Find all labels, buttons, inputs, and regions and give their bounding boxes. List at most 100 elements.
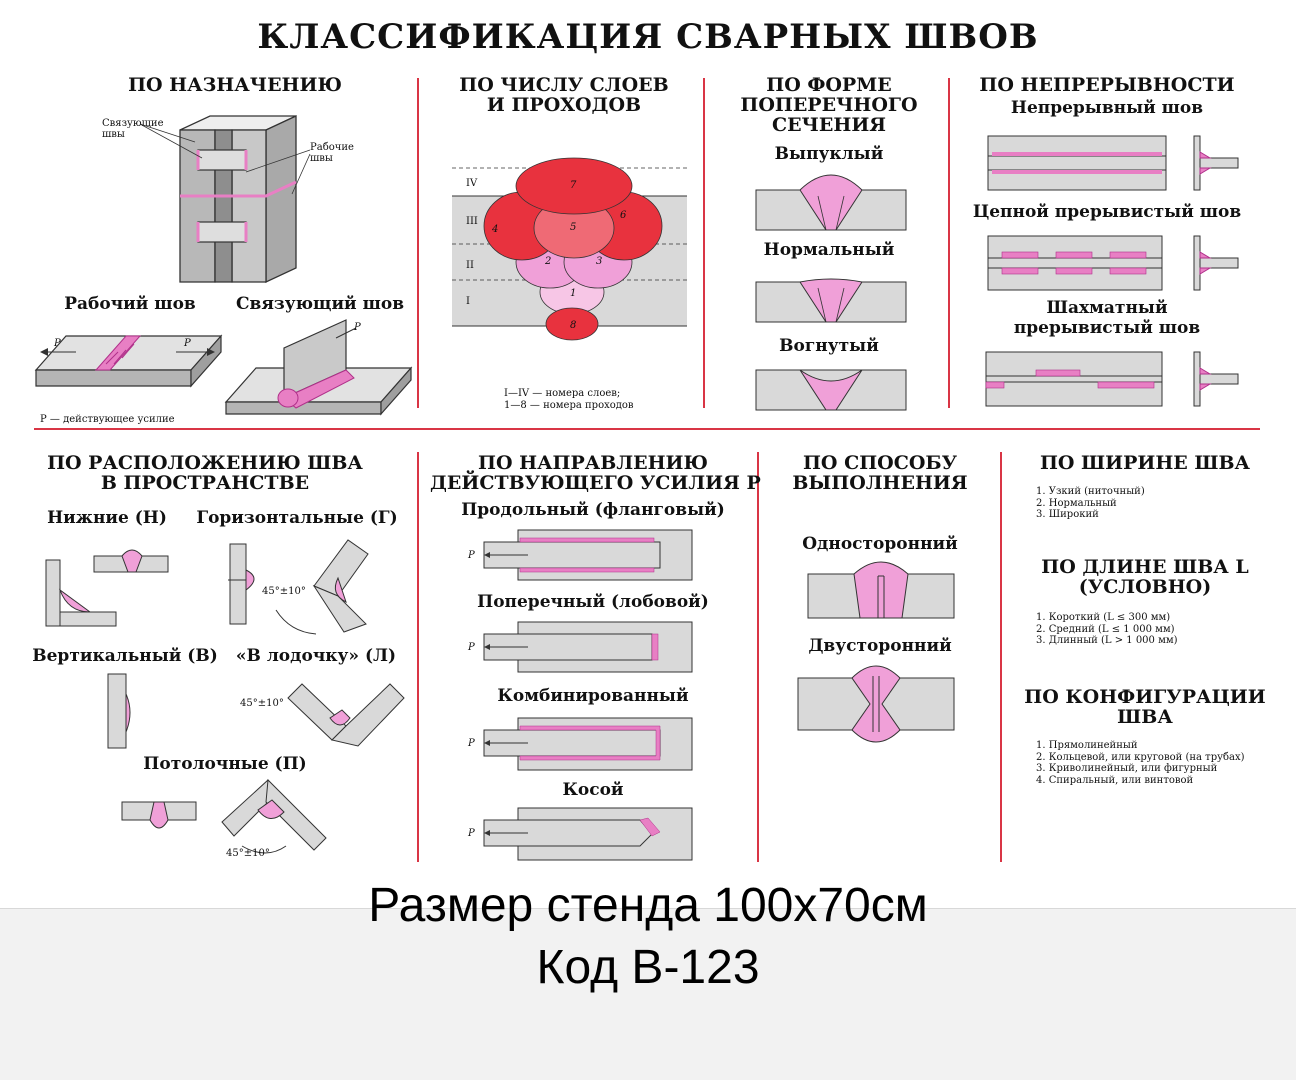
combined-joint-drawing [483,717,693,771]
layers-heading-1: ПО ЧИСЛУ СЛОЕВ [459,74,669,96]
continuous-label: Непрерывный шов [1010,98,1204,118]
transverse-force: P [468,642,475,653]
staggered-label-2: прерывистый шов [1013,318,1201,338]
direction-heading-2: ДЕЙСТВУЮЩЕГО УСИЛИЯ P [430,472,761,494]
column-drawing [179,114,297,284]
boat-position-label: «В лодочку» (Л) [235,646,397,666]
vertical-position-label: Вертикальный (В) [32,646,218,666]
cross-heading-1: ПО ФОРМЕ [766,74,892,96]
stand-size-text: Размер стенда 100х70см [368,879,928,932]
label-working-seams: Рабочие швы [310,142,354,164]
longitudinal-label: Продольный (фланговый) [461,500,725,520]
divider-v5 [757,452,759,862]
ceiling-position-label: Потолочные (П) [143,754,307,774]
width-item: 3. Широкий [1036,509,1099,520]
layers-legend-1: I—IV — номера слоев; [504,388,621,399]
length-item: 1. Короткий (L ≤ 300 мм) [1036,612,1171,623]
position-heading-2: В ПРОСТРАНСТВЕ [100,472,310,494]
cross-heading-2: ПОПЕРЕЧНОГО [740,94,918,116]
config-list: 1. Прямолинейный 2. Кольцевой, или круго… [1036,740,1245,786]
layers-heading-2: И ПРОХОДОВ [486,94,642,116]
horizontal-weld-drawing [228,539,369,635]
chain-weld-drawing [987,235,1239,291]
bottom-weld-drawing [45,549,169,627]
boat-weld-drawing [287,683,405,747]
layer-label-iii: III [466,216,478,227]
layer-label-i: I [466,296,470,307]
staggered-label-1: Шахматный [1046,298,1168,318]
connecting-pointer [139,123,203,159]
length-item: 2. Средний (L ≤ 1 000 мм) [1036,623,1175,635]
tee-joint-drawing [224,319,413,416]
divider-v6 [1000,452,1002,862]
label-connecting-seams: Связующие швы [102,118,164,140]
position-heading-1: ПО РАСПОЛОЖЕНИЮ ШВА [47,452,363,474]
transverse-label: Поперечный (лобовой) [477,592,709,612]
one-sided-label: Односторонний [802,534,958,554]
pass-label-3: 3 [596,256,603,267]
force-note: P — действующее усилие [40,414,175,425]
pass-label-4: 4 [492,224,499,235]
length-heading-1: ПО ДЛИНЕ ШВА L [1041,556,1249,578]
width-item: 2. Нормальный [1036,497,1117,509]
horizontal-angle-label: 45°±10° [262,586,306,597]
working-pointer [245,149,311,195]
length-item: 3. Длинный (L > 1 000 мм) [1036,635,1178,646]
normal-weld-drawing [755,278,907,323]
divider-h [34,428,1260,430]
connecting-seam-title: Связующий шов [235,294,405,314]
config-heading-2: ШВА [1117,706,1173,728]
staggered-weld-drawing [985,351,1239,407]
transverse-joint-drawing [483,621,693,673]
ceiling-angle-drawing [221,778,327,854]
chain-label: Цепной прерывистый шов [972,202,1242,222]
pass-label-8: 8 [570,320,577,331]
method-heading-1: ПО СПОСОБУ [802,452,958,474]
pass-label-6: 6 [620,210,627,221]
one-sided-weld-drawing [807,561,955,619]
working-seam-title: Рабочий шов [64,294,196,314]
multipass-weld-drawing [452,157,687,341]
combined-label: Комбинированный [497,686,689,706]
vertical-weld-drawing [107,673,131,749]
width-heading: ПО ШИРИНЕ ШВА [1039,452,1251,474]
oblique-label: Косой [562,780,624,800]
convex-label: Выпуклый [774,144,884,164]
continuous-weld-drawing [987,135,1239,191]
force-p-left: P [54,338,61,349]
horizontal-position-label: Горизонтальные (Г) [196,508,398,528]
width-list: 1. Узкий (ниточный) 2. Нормальный 3. Шир… [1036,486,1145,521]
pass-label-2: 2 [545,256,552,267]
pass-label-5: 5 [570,222,577,233]
pass-label-7: 7 [570,180,577,191]
method-heading-2: ВЫПОЛНЕНИЯ [792,472,968,494]
continuity-heading: ПО НЕПРЕРЫВНОСТИ [979,74,1235,96]
config-item: 1. Прямолинейный [1036,740,1138,751]
divider-v3 [948,78,950,408]
layer-label-iv: IV [466,178,478,189]
oblique-joint-drawing [483,807,693,861]
layer-label-ii: II [466,260,474,271]
normal-label: Нормальный [763,240,895,260]
poster-board: КЛАССИФИКАЦИЯ СВАРНЫХ ШВОВ ПО НАЗНАЧЕНИЮ… [0,0,1296,909]
direction-heading-1: ПО НАПРАВЛЕНИЮ [478,452,708,474]
concave-weld-drawing [755,369,907,411]
bottom-position-label: Нижние (Н) [47,508,167,528]
stand-code-text: Код В-123 [536,941,760,994]
force-p-tee: P [354,322,361,333]
config-heading-1: ПО КОНФИГУРАЦИИ [1024,686,1266,708]
divider-v2 [703,78,705,408]
divider-v4 [417,452,419,862]
config-item: 2. Кольцевой, или круговой (на трубах) [1036,751,1245,763]
two-sided-weld-drawing [797,665,955,743]
concave-label: Вогнутый [779,336,879,356]
divider-v1 [417,78,419,408]
poster-title: КЛАССИФИКАЦИЯ СВАРНЫХ ШВОВ [257,17,1039,57]
config-item: 4. Спиральный, или винтовой [1036,774,1194,786]
longitudinal-joint-drawing [483,529,693,581]
ceiling-angle-label: 45°±10° [226,848,270,859]
cross-heading-3: СЕЧЕНИЯ [771,114,887,136]
butt-joint-drawing [34,334,223,388]
layers-legend-2: 1—8 — номера проходов [504,400,634,411]
oblique-force: P [468,828,475,839]
